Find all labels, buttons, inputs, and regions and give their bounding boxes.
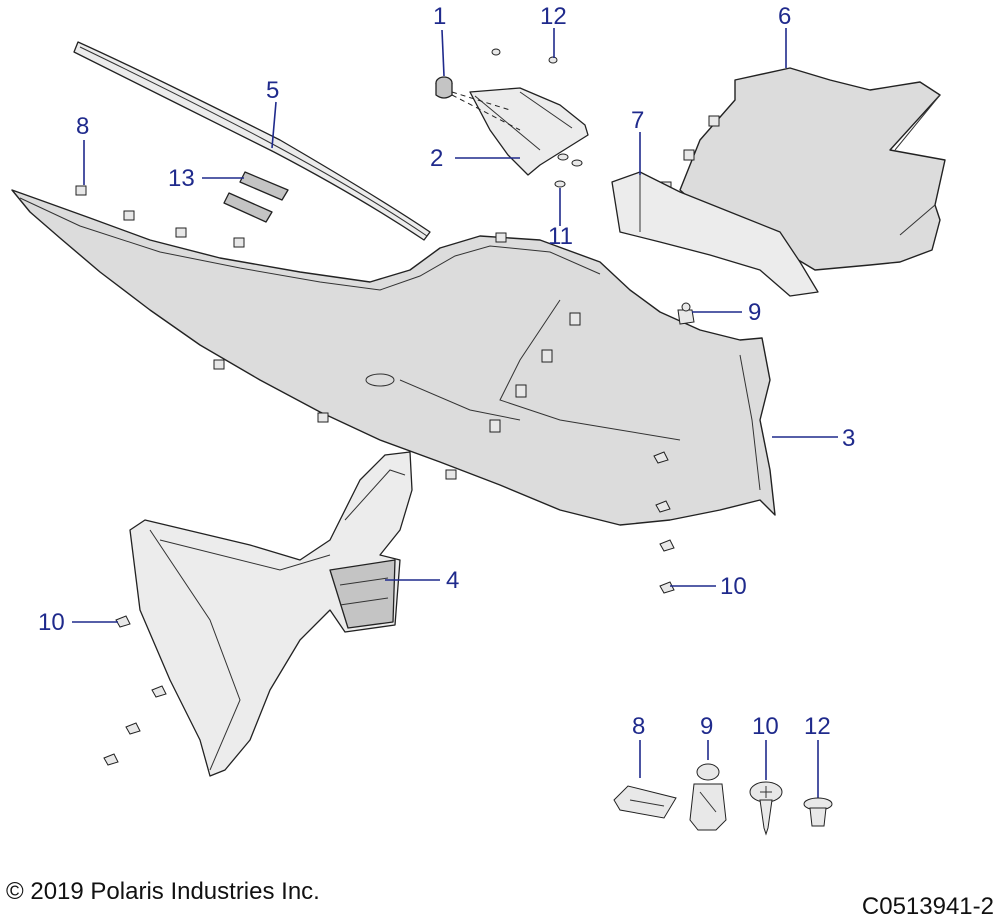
part-12-fasteners [491, 48, 558, 64]
part-1-bumper [435, 76, 453, 99]
part-7-deflector [611, 171, 819, 297]
callout-5: 5 [266, 77, 279, 104]
hardware-legend: 8 9 10 12 [613, 713, 833, 836]
loose-clips [213, 359, 457, 480]
callout-10-right: 10 [720, 573, 747, 600]
part-10-screws [103, 451, 675, 766]
legend-8: 8 [632, 713, 645, 740]
callout-6: 6 [778, 3, 791, 30]
part-4-footwell [129, 451, 413, 777]
callout-3: 3 [842, 425, 855, 452]
callout-10-left: 10 [38, 609, 65, 636]
clip-nut-icon [613, 785, 677, 819]
callout-2: 2 [430, 145, 443, 172]
part-3-side-panel [11, 185, 776, 526]
callout-13: 13 [168, 165, 195, 192]
callout-8: 8 [76, 113, 89, 140]
callout-7: 7 [631, 107, 644, 134]
legend-12: 12 [804, 713, 831, 740]
part-9-clip [677, 302, 695, 325]
push-rivet-icon [696, 763, 720, 781]
drawing-number: C0513941-2 [861, 893, 994, 920]
legend-9: 9 [700, 713, 713, 740]
part-13-pads [223, 171, 289, 223]
callout-12: 12 [540, 3, 567, 30]
callout-1: 1 [433, 3, 446, 30]
callout-9: 9 [748, 299, 761, 326]
callout-11: 11 [548, 223, 573, 250]
washers [554, 153, 583, 188]
legend-10: 10 [752, 713, 779, 740]
callout-4: 4 [446, 567, 459, 594]
copyright-text: © 2019 Polaris Industries Inc. [6, 878, 320, 905]
part-5-trim-strip [73, 41, 431, 241]
part-2-bracket [469, 87, 589, 176]
leader-lines [72, 28, 838, 623]
